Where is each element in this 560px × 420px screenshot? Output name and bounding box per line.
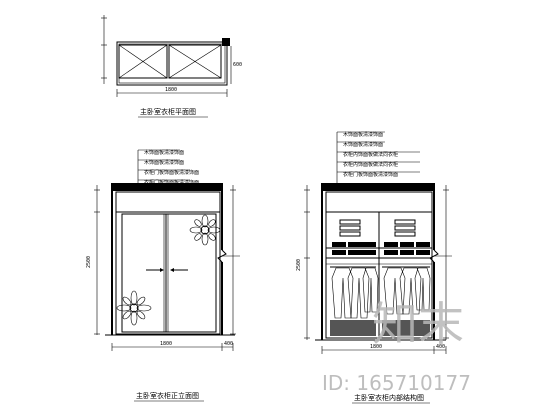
watermark-id: ID: 165710177: [322, 371, 471, 395]
front-note-3: 衣柜门板饰面板清漆饰面: [144, 169, 199, 176]
front-elevation: 木饰面板清漆饰面 木饰面板清漆饰面 衣柜门板饰面板清漆饰面 衣柜门板饰面板清漆饰…: [86, 149, 240, 402]
watermark-brand: 知末: [372, 297, 464, 351]
watermark: 知末 ID: 165710177: [322, 297, 471, 395]
interior-note-5: 衣柜门板饰面板清漆饰面: [343, 171, 398, 178]
front-note-1: 木饰面板清漆饰面: [144, 149, 184, 156]
hanging-garments: [330, 266, 431, 319]
interior-note-1: 木饰面板清漆饰面: [343, 131, 383, 138]
flower-decoration-bottom: [116, 290, 152, 326]
front-dim-side: 400: [224, 341, 233, 347]
top-view-dim-width: 1800: [165, 87, 177, 93]
interior-note-3: 衣柜内饰面板做法同衣柜: [343, 151, 398, 158]
front-notes: 木饰面板清漆饰面 木饰面板清漆饰面 衣柜门板饰面板清漆饰面 衣柜门板饰面板清漆饰…: [137, 149, 199, 186]
front-note-2: 木饰面板清漆饰面: [144, 159, 184, 166]
front-dim-width: 1800: [160, 341, 172, 347]
interior-elevation: 木饰面板清漆饰面 木饰面板清漆饰面 衣柜内饰面板做法同衣柜 衣柜内饰面板做法同衣…: [296, 131, 452, 404]
interior-dim-height: 2500: [296, 259, 302, 271]
interior-dim-width: 1800: [370, 344, 382, 350]
interior-note-4: 衣柜内饰面板做法同衣柜: [343, 161, 398, 168]
folded-items-shelf: [326, 242, 432, 255]
interior-notes: 木饰面板清漆饰面 木饰面板清漆饰面 衣柜内饰面板做法同衣柜 衣柜内饰面板做法同衣…: [336, 131, 420, 183]
top-view-dim-depth: 600: [233, 62, 242, 68]
front-elevation-title: 主卧室衣柜正立面图: [136, 391, 199, 400]
flower-decoration-top: [189, 214, 221, 246]
top-view-title: 主卧室衣柜平面图: [140, 107, 196, 116]
folded-items-upper: [339, 219, 416, 237]
interior-note-2: 木饰面板清漆饰面: [343, 141, 383, 148]
interior-dim-side: 400: [436, 344, 445, 350]
top-view: 1800 600 主卧室衣柜平面图: [101, 15, 242, 118]
interior-elevation-title: 主卧室衣柜内部结构图: [354, 393, 424, 402]
front-note-4: 衣柜门板饰面板清漆饰面: [144, 179, 199, 186]
front-dim-height: 2500: [86, 256, 92, 268]
